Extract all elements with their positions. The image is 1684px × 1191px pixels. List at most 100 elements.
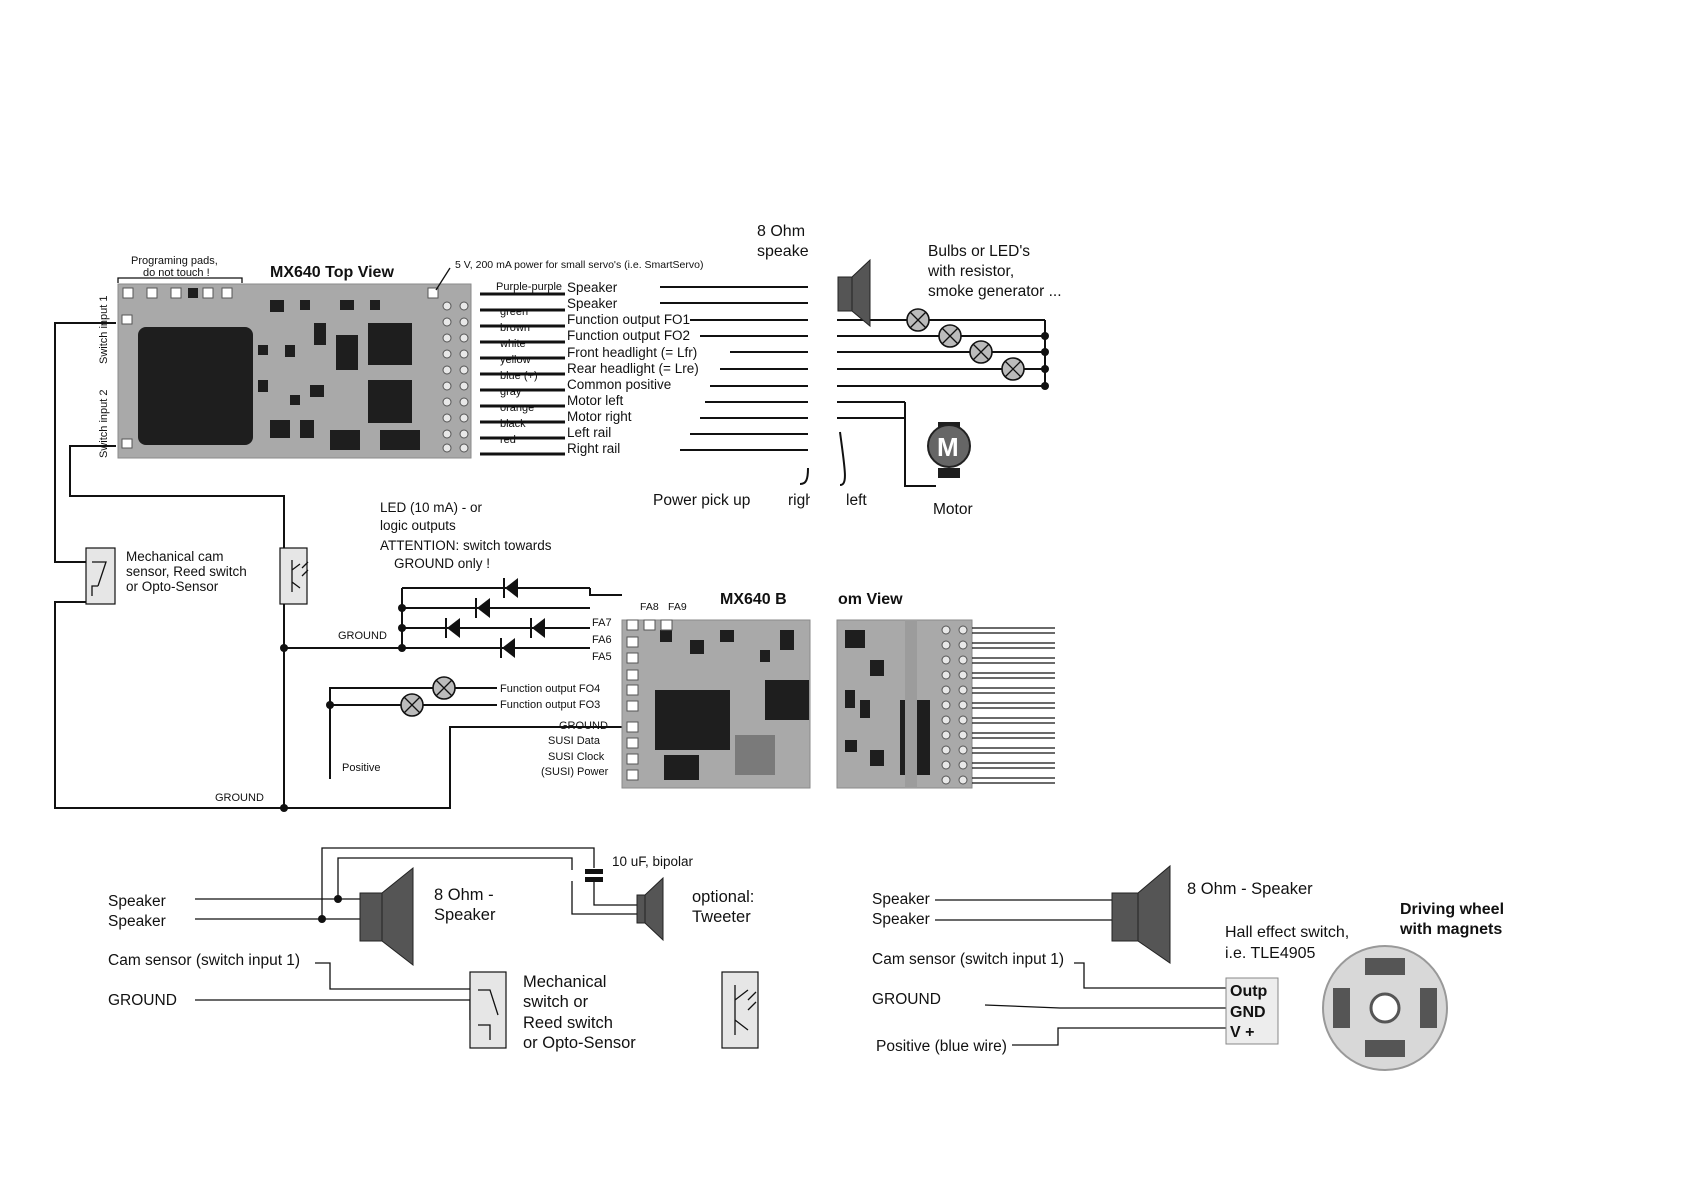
speaker-label: Speaker (872, 891, 930, 908)
top-wire-functions: Speaker Speaker Function output FO1 Func… (567, 280, 699, 456)
reed-switch-icon (85, 547, 116, 605)
lamp-icon (906, 308, 930, 332)
lamp-icon (938, 324, 962, 348)
tweeter-label-1: optional: (692, 888, 754, 906)
led-icon (503, 578, 518, 598)
speaker-label: Speaker (108, 893, 166, 910)
opto-sensor-icon (721, 971, 759, 1049)
wire-color-label: black (500, 418, 526, 430)
speaker-8ohm-label: 8 Ohm - Speaker (1187, 880, 1313, 898)
hall-switch-label-1: Hall effect switch, (1225, 924, 1349, 941)
right-top-speaker-label-1: 8 Ohm (757, 223, 805, 240)
lamp-icon (969, 340, 993, 364)
motor-label: Motor (933, 501, 973, 518)
mech-switch-label-1: Mechanical (523, 973, 606, 991)
top-view-solder-holes (442, 301, 469, 453)
wire-function-label: Speaker (567, 296, 618, 311)
led-label-2: logic outputs (380, 518, 456, 533)
susi-pad-label: SUSI Data (548, 735, 601, 747)
mech-switch-label-2: switch or (523, 993, 589, 1011)
speaker-label: Speaker (872, 911, 930, 928)
led-icon (475, 598, 490, 618)
lamp-icon (432, 676, 456, 700)
led-network (398, 587, 622, 652)
image-gap (810, 210, 836, 800)
ground-label: GROUND (108, 992, 177, 1009)
tweeter-icon (636, 876, 664, 942)
led-label-1: LED (10 mA) - or (380, 500, 483, 515)
wire-function-label: Function output FO2 (567, 328, 690, 343)
wire-color-label: gray (500, 386, 522, 398)
lamp-icon (1001, 357, 1025, 381)
bottom-view-holes (941, 625, 968, 785)
capacitor-label: 10 uF, bipolar (612, 854, 694, 869)
wire-function-label: Right rail (567, 441, 620, 456)
wire-color-label: Purple-purple (496, 281, 562, 293)
wire-function-label: Rear headlight (= Lre) (567, 361, 699, 376)
susi-pad-label: GROUND (559, 720, 608, 732)
positive-blue-label: Positive (blue wire) (876, 1038, 1007, 1055)
wire-function-label: Front headlight (= Lfr) (567, 345, 697, 360)
cam-sensor-label: Cam sensor (switch input 1) (872, 951, 1064, 968)
speaker-8ohm-label-1: 8 Ohm - (434, 886, 494, 904)
right-rail-label: righ (788, 492, 814, 509)
speaker-label: Speaker (108, 913, 166, 930)
wire-function-label: Function output FO1 (567, 312, 690, 327)
positive-label: Positive (342, 762, 381, 774)
left-rail-label: left (846, 492, 867, 509)
hall-switch-label-2: i.e. TLE4905 (1225, 945, 1316, 962)
prog-pads-label-1: Programing pads, (131, 255, 218, 267)
mech-switch-label-4: or Opto-Sensor (523, 1034, 636, 1052)
led-icons (445, 578, 545, 658)
ground-label: GROUND (872, 991, 941, 1008)
bulbs (906, 308, 1025, 381)
cam-sensor-label: Cam sensor (switch input 1) (108, 952, 300, 969)
bottom-view-title-b: om View (838, 591, 903, 608)
fa8-label: FA8 (640, 601, 659, 613)
wire-function-label: Speaker (567, 280, 618, 295)
tweeter-label-2: Tweeter (692, 908, 751, 926)
speaker-icon (359, 866, 414, 967)
wire-color-label: red (500, 434, 516, 446)
wire-color-label: blue (+) (500, 370, 538, 382)
wire-color-label: yellow (500, 354, 531, 366)
attention-label-2: GROUND only ! (394, 556, 490, 571)
wheel-label-1: Driving wheel (1400, 901, 1504, 918)
fo3-label: Function output FO3 (500, 699, 600, 711)
wire-color-label: brown (500, 322, 530, 334)
reed-switch-icon (469, 971, 507, 1049)
led-icon (530, 618, 545, 638)
bulbs-label-1: Bulbs or LED's (928, 243, 1030, 260)
fa9-label: FA9 (668, 601, 687, 613)
bottom-view-title-a: MX640 B (720, 591, 787, 608)
susi-pad-label: (SUSI) Power (541, 766, 609, 778)
speaker-icon (837, 258, 871, 328)
wheel-label-2: with magnets (1399, 921, 1502, 938)
prog-pads-label-2: do not touch ! (143, 267, 210, 279)
hall-pin-gnd: GND (1230, 1004, 1266, 1021)
lamp-junctions (1041, 332, 1049, 390)
power-pickup-label: Power pick up (653, 492, 750, 509)
speaker-icon (1111, 864, 1171, 964)
attention-label-1: ATTENTION: switch towards (380, 538, 552, 553)
wire-color-label: white (499, 338, 526, 350)
top-view-board (117, 283, 472, 459)
lamp-icon (400, 693, 424, 717)
bottom-view-board (621, 619, 973, 789)
mech-switch-label-3: Reed switch (523, 1014, 613, 1032)
switch-input-2-label: Switch input 2 (98, 390, 110, 458)
top-view-wires (480, 292, 565, 456)
fa7-label: FA7 (592, 617, 612, 629)
opto-sensor-icon (279, 547, 309, 605)
wire-function-label: Motor right (567, 409, 632, 424)
top-wire-labels: Purple-purple green brown white yellow b… (496, 281, 562, 446)
ground-label-a: GROUND (338, 630, 387, 642)
fa6-label: FA6 (592, 634, 612, 646)
top-view-title: MX640 Top View (270, 264, 394, 281)
motor-icon: M (927, 422, 971, 478)
programming-pads (121, 287, 439, 449)
bottom-right-circuit (935, 899, 1226, 1046)
hall-pin-out: Outp (1230, 983, 1268, 1000)
bulbs-label-3: smoke generator ... (928, 283, 1062, 300)
